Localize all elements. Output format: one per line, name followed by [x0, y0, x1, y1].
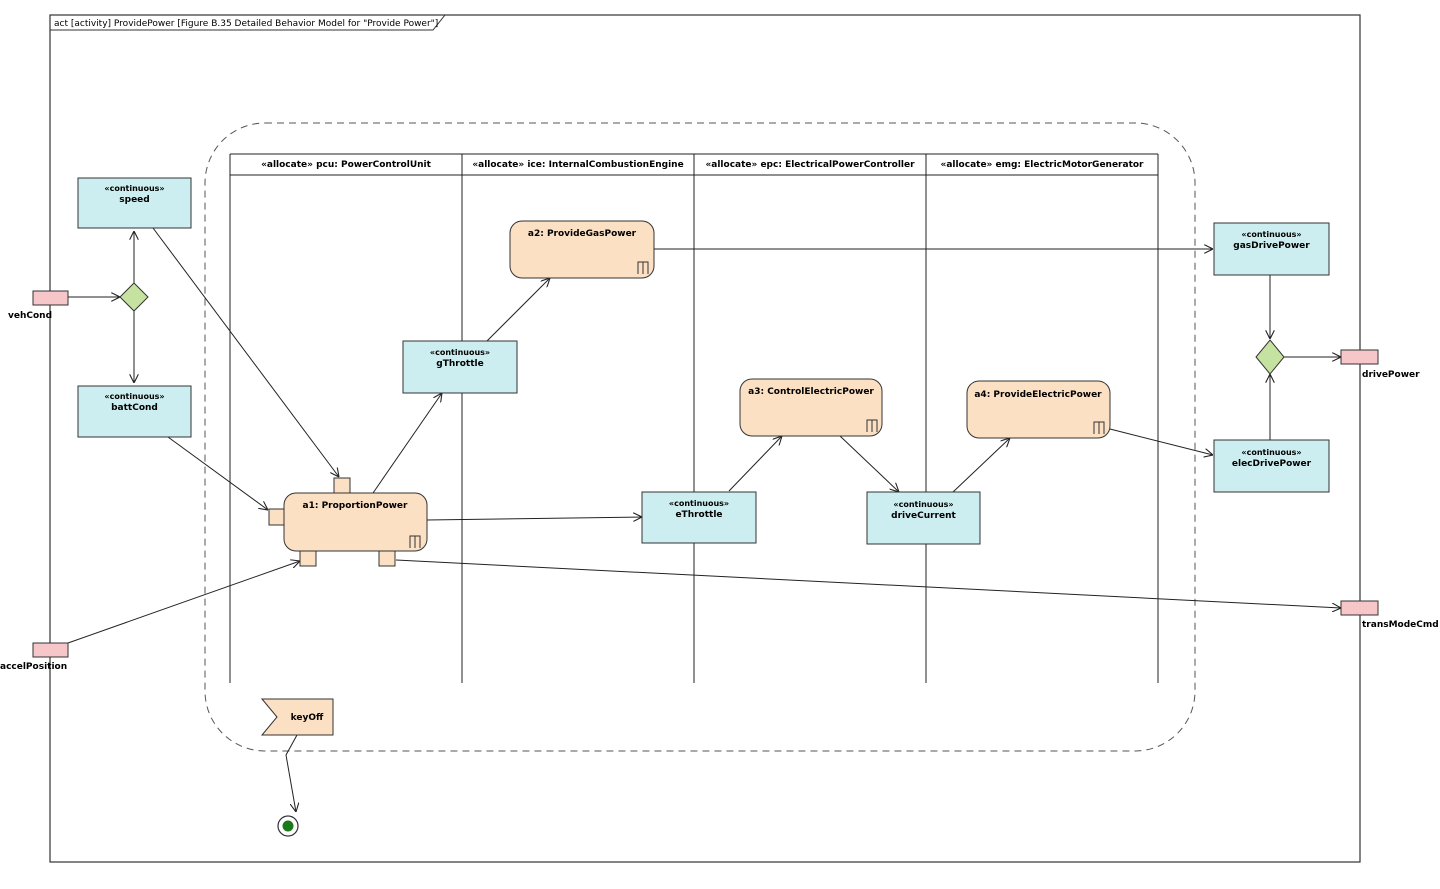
param-drivepower[interactable] [1340, 349, 1379, 365]
edge-ethrottle-a3 [728, 436, 782, 492]
edge-a1-gthrottle [372, 393, 442, 494]
rake-icon [637, 261, 649, 274]
accept-event-label: keyOff [291, 713, 324, 723]
object-name: elecDrivePower [1232, 459, 1312, 469]
interruptible-region [204, 122, 1196, 752]
merge-node[interactable] [1255, 339, 1285, 375]
object-name: speed [119, 195, 149, 205]
edge-accel-a1 [67, 561, 300, 644]
action-a2-providegaspower[interactable]: a2: ProvideGasPower [509, 220, 655, 279]
object-stereotype: «continuous» [104, 392, 164, 401]
action-a4-provideelectricpower[interactable]: a4: ProvideElectricPower [966, 380, 1111, 439]
parameter-nodes: vehCond accelPosition drivePower transMo… [0, 290, 1439, 672]
edge-speed-a1 [152, 227, 339, 477]
action-name: a4: ProvideElectricPower [974, 390, 1102, 400]
rake-icon [1093, 421, 1105, 434]
accept-event-keyoff[interactable]: keyOff [260, 698, 334, 736]
object-nodes: «continuous» speed «continuous» battCond… [77, 177, 1330, 545]
partition-header-ice: «allocate» ice: InternalCombustionEngine [472, 160, 683, 170]
object-node-drivecurrent[interactable]: «continuous» driveCurrent [866, 491, 981, 545]
frame-title: act [activity] ProvidePower [Figure B.35… [54, 19, 438, 29]
edge-keyoff-final [285, 734, 297, 812]
object-stereotype: «continuous» [1241, 448, 1301, 457]
edge-a4-elecdrivepower [1109, 428, 1213, 455]
swimlanes: «allocate» pcu: PowerControlUnit «alloca… [229, 153, 1159, 683]
object-node-gasdrivepower[interactable]: «continuous» gasDrivePower [1213, 222, 1330, 276]
object-node-ethrottle[interactable]: «continuous» eThrottle [641, 491, 757, 544]
edge-gthrottle-a2 [486, 278, 550, 342]
rake-icon [409, 535, 421, 548]
object-node-battcond[interactable]: «continuous» battCond [77, 385, 192, 438]
edge-a1-transmodecmd [395, 559, 1341, 608]
pin-a1-transmodecmd[interactable] [378, 550, 396, 567]
object-node-gthrottle[interactable]: «continuous» gThrottle [402, 340, 518, 394]
param-vehcond-label: vehCond [8, 311, 52, 321]
param-vehcond[interactable] [32, 290, 69, 306]
activity-frame: act [activity] ProvidePower [Figure B.35… [49, 14, 1361, 863]
pin-a1-accelposition[interactable] [299, 550, 317, 567]
partition-header-epc: «allocate» epc: ElectricalPowerControlle… [705, 160, 915, 170]
decision-node[interactable] [119, 282, 149, 312]
control-flows [67, 227, 1341, 812]
edge-a3-drivecurrent [839, 435, 899, 492]
pin-a1-battcond[interactable] [268, 508, 285, 526]
object-stereotype: «continuous» [669, 499, 729, 508]
action-name: a1: ProportionPower [303, 501, 409, 511]
param-drivepower-label: drivePower [1362, 370, 1420, 380]
object-stereotype: «continuous» [430, 348, 490, 357]
object-stereotype: «continuous» [893, 500, 953, 509]
actions: a1: ProportionPower a2: ProvideGasPower … [268, 220, 1111, 567]
object-name: gThrottle [436, 359, 483, 369]
partition-header-emg: «allocate» emg: ElectricMotorGenerator [941, 160, 1145, 170]
object-node-speed[interactable]: «continuous» speed [77, 177, 192, 229]
rake-icon [866, 419, 878, 432]
param-accelposition-label: accelPosition [0, 662, 67, 672]
activity-final-node[interactable] [277, 815, 299, 837]
action-a3-controlelectricpower[interactable]: a3: ControlElectricPower [739, 378, 883, 437]
partition-header-pcu: «allocate» pcu: PowerControlUnit [261, 160, 432, 170]
param-transmodecmd[interactable] [1340, 600, 1379, 616]
object-name: driveCurrent [891, 511, 956, 521]
object-node-elecdrivepower[interactable]: «continuous» elecDrivePower [1213, 439, 1330, 493]
edge-drivecurrent-a4 [952, 438, 1010, 493]
pin-a1-speed[interactable] [333, 477, 351, 494]
object-name: gasDrivePower [1233, 241, 1310, 251]
action-name: a2: ProvideGasPower [528, 229, 637, 239]
action-name: a3: ControlElectricPower [748, 387, 874, 397]
param-transmodecmd-label: transModeCmd [1362, 620, 1439, 630]
edge-a1-ethrottle [426, 517, 642, 520]
object-name: battCond [111, 403, 158, 413]
object-stereotype: «continuous» [1241, 230, 1301, 239]
param-accelposition[interactable] [32, 642, 69, 658]
object-name: eThrottle [675, 510, 722, 520]
edge-battcond-a1 [167, 436, 268, 510]
object-stereotype: «continuous» [104, 184, 164, 193]
action-a1-proportionpower[interactable]: a1: ProportionPower [268, 477, 428, 567]
